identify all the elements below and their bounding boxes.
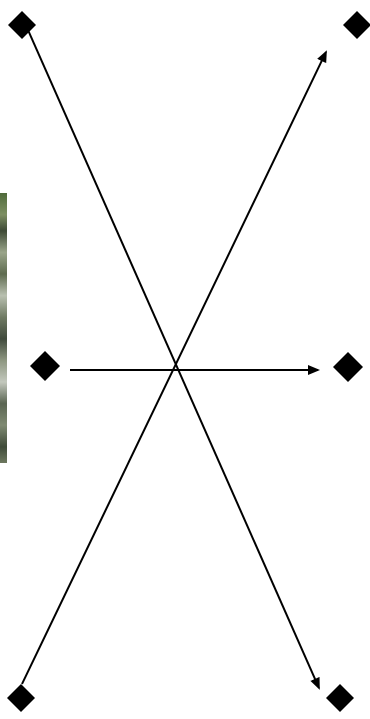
middle-left-marker xyxy=(30,351,60,381)
top-right-marker xyxy=(343,11,370,39)
bottom-left-marker xyxy=(7,684,35,712)
arrow-top-left-to-bottom-right xyxy=(28,30,319,688)
top-left-marker xyxy=(8,11,36,39)
arrow-bottom-left-to-top-right xyxy=(22,52,326,684)
bottom-right-marker xyxy=(326,684,354,712)
middle-right-marker xyxy=(333,352,363,382)
photo-strip xyxy=(0,193,7,463)
